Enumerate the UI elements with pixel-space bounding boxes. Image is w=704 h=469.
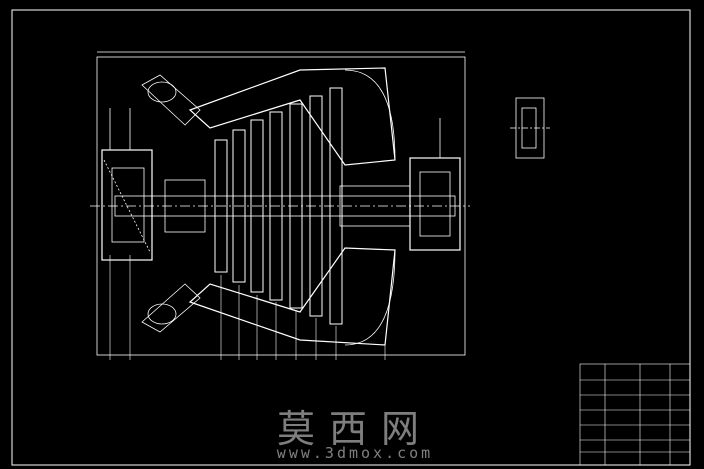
left-bearing-housing xyxy=(101,149,153,261)
upper-valve-bulb xyxy=(147,81,177,103)
stage-5 xyxy=(289,103,303,309)
stage-3 xyxy=(250,119,264,293)
upper-inlet-valve xyxy=(141,74,201,126)
lower-inlet-valve xyxy=(141,283,201,333)
left-bearing-hatch xyxy=(103,159,151,253)
right-bearing-insert xyxy=(419,171,451,237)
blade-rows xyxy=(214,87,343,325)
rotor-shaft xyxy=(114,195,456,217)
stage-6 xyxy=(309,95,323,317)
lower-casing xyxy=(188,247,396,346)
stage-7 xyxy=(329,87,343,325)
section-view xyxy=(90,51,470,360)
lower-valve-bulb xyxy=(147,303,177,325)
bottom-dimension-lines xyxy=(109,255,386,360)
lower-exhaust-hood xyxy=(344,249,396,346)
title-block xyxy=(579,363,691,466)
stage-2 xyxy=(232,129,246,283)
left-bearing-insert xyxy=(111,167,145,243)
detail-view xyxy=(510,97,550,159)
watermark-site-name: 莫西网 xyxy=(276,407,433,451)
upper-casing xyxy=(188,67,396,166)
watermark-url: www.3dmox.com xyxy=(276,444,434,462)
stage-1 xyxy=(214,139,228,273)
right-bearing-housing xyxy=(409,157,461,251)
title-block-frame xyxy=(579,363,691,466)
sheet-border xyxy=(11,9,691,466)
stage-4 xyxy=(269,111,283,301)
upper-exhaust-hood xyxy=(344,69,396,161)
shaft-collar-left xyxy=(164,179,206,233)
